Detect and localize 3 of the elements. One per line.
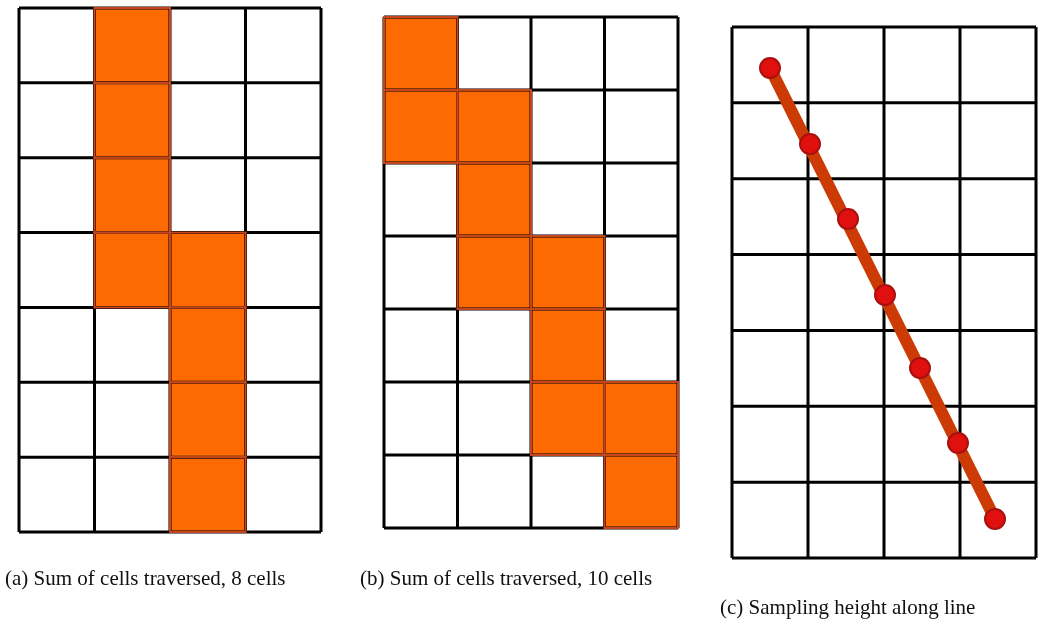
figure-caption: (b) Sum of cells traversed, 10 cells: [360, 565, 654, 591]
figure-caption: (c) Sampling height along line: [720, 594, 977, 620]
figure-caption: (a) Sum of cells traversed, 8 cells: [5, 565, 287, 591]
